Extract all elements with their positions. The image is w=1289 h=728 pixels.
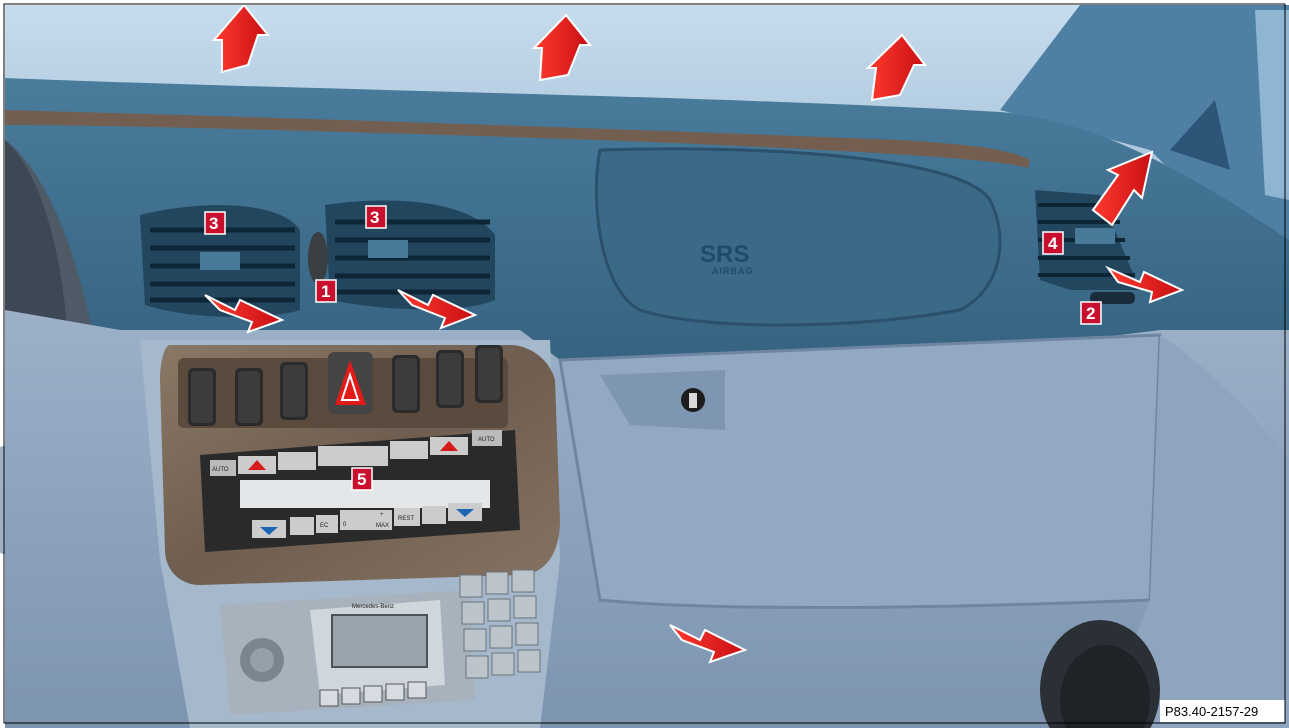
defrost-button[interactable] <box>278 452 316 470</box>
callout-3-right: 3 <box>366 206 386 228</box>
airflow-button[interactable] <box>422 506 446 524</box>
airbag-label-airbag: AIRBAG <box>712 266 754 276</box>
svg-text:1: 1 <box>321 282 330 301</box>
svg-text:4: 4 <box>1048 234 1058 253</box>
svg-text:3: 3 <box>209 214 218 233</box>
seat-heater-button-left[interactable] <box>188 368 216 426</box>
svg-text:2: 2 <box>1086 304 1095 323</box>
window-button[interactable] <box>280 362 308 420</box>
air-distribution-button[interactable] <box>318 446 388 466</box>
hazard-button[interactable] <box>328 352 373 414</box>
radio-display <box>332 615 427 667</box>
radio-brand: Mercedes-Benz <box>352 604 394 610</box>
seat-heater-button-right[interactable] <box>475 345 503 403</box>
callout-5: 5 <box>352 468 372 490</box>
callout-2: 2 <box>1081 302 1101 324</box>
airbag-cover <box>596 149 1000 325</box>
auto-label-right: AUTO <box>478 437 495 443</box>
sunroof-button[interactable] <box>436 350 464 408</box>
callout-4: 4 <box>1043 232 1063 254</box>
headlamp-button[interactable] <box>235 368 263 426</box>
svg-text:3: 3 <box>370 208 379 227</box>
reference-code: P83.40-2157-29 <box>1165 704 1258 719</box>
fan-plus-label: + <box>380 512 384 518</box>
ec-label: EC <box>320 523 329 529</box>
auto-label-left: AUTO <box>212 467 229 473</box>
thumbwheel[interactable] <box>308 232 328 284</box>
footwell-button[interactable] <box>290 517 314 535</box>
rest-label: REST <box>398 516 414 522</box>
rear-defrost-button[interactable] <box>390 441 428 459</box>
fan-max-label: MAX <box>376 523 389 529</box>
svg-text:5: 5 <box>357 470 366 489</box>
callout-1: 1 <box>316 280 336 302</box>
recirculation-button[interactable] <box>392 355 420 413</box>
callout-3-left: 3 <box>205 212 225 234</box>
airbag-label-srs: SRS <box>700 241 749 268</box>
center-vent-right[interactable] <box>325 200 495 309</box>
